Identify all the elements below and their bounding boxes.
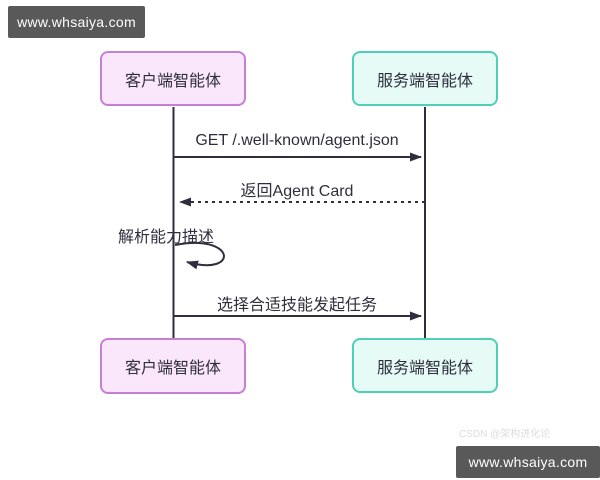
actor-server-bottom: 服务端智能体 — [352, 338, 498, 393]
actor-server-top: 服务端智能体 — [352, 51, 498, 106]
actor-client-top: 客户端智能体 — [100, 51, 246, 106]
message-label-return-agent-card: 返回Agent Card — [240, 183, 354, 200]
self-loop-arrow-parse-capabilities — [174, 242, 225, 270]
message-label-initiate-task: 选择合适技能发起任务 — [216, 297, 377, 314]
watermark-bottom: www.whsaiya.com — [456, 446, 600, 478]
message-label-get-agent-json: GET /.well-known/agent.json — [195, 132, 399, 149]
message-label-parse-capabilities: 解析能力描述 — [118, 229, 215, 246]
csdn-watermark: CSDN @架构进化论 — [459, 429, 551, 440]
actor-client-bottom: 客户端智能体 — [100, 338, 246, 394]
watermark-top: www.whsaiya.com — [8, 6, 145, 38]
